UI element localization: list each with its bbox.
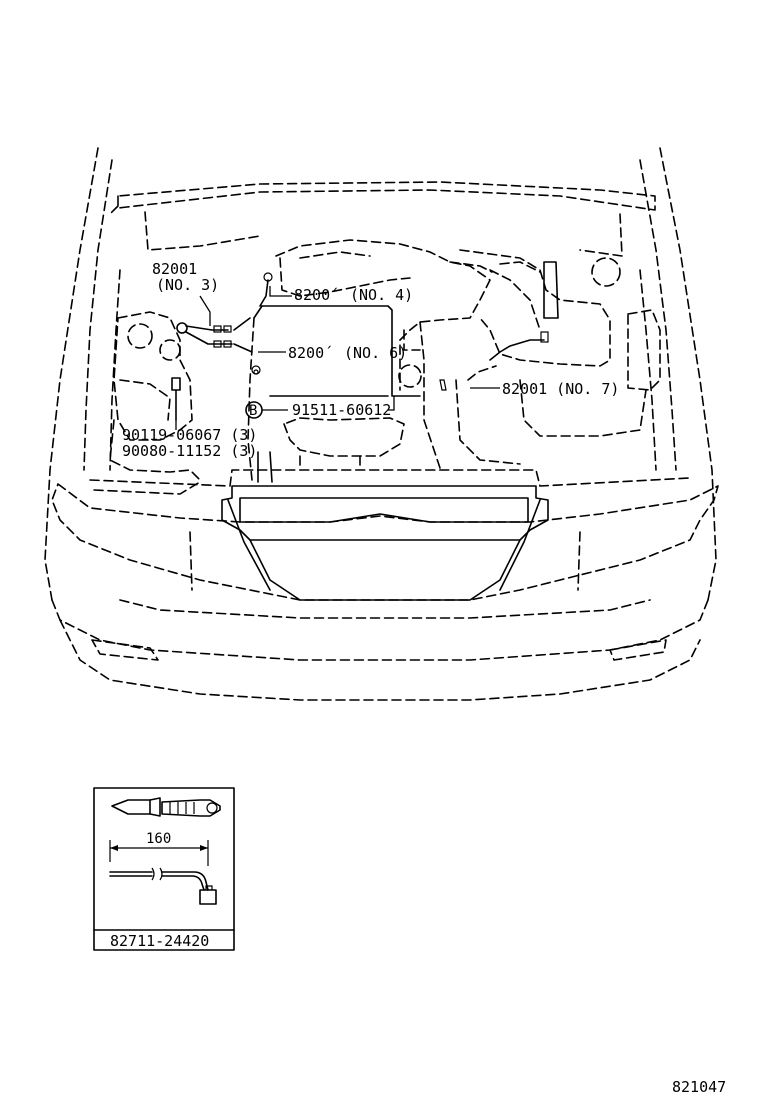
wire-with-connector xyxy=(109,867,217,905)
vehicle-outline xyxy=(44,147,719,701)
drawing-number: 821047 xyxy=(672,1078,726,1096)
dimension-value: 160 xyxy=(146,831,171,847)
callout-labels: 82001 (NO. 3) 8200´ (NO. 4) 8200´ (NO. 6… xyxy=(122,260,619,460)
callout-8200-no6-sub: (NO. 6) xyxy=(344,344,407,362)
engine-components xyxy=(89,239,691,495)
bolt-reference-marker xyxy=(245,401,263,419)
inset-part-number: 82711-24420 xyxy=(110,932,209,950)
dimension-indicator: 160 xyxy=(109,831,209,866)
callout-82001-no3-sub: (NO. 3) xyxy=(156,276,219,294)
callout-90080-11152: 90080-11152 (3) xyxy=(122,442,257,460)
callout-8200-no4-sub: (NO. 4) xyxy=(350,286,413,304)
callout-90119-06067: 90119-06067 (3) xyxy=(122,426,257,444)
part-inset-box: 160 82711-24420 xyxy=(93,787,235,951)
callout-8200-no6-part: 8200´ xyxy=(288,344,333,362)
callout-82001-no7: 82001 (NO. 7) xyxy=(502,380,619,398)
callout-91511-60612: 91511-60612 xyxy=(292,401,391,419)
bolt-reference-letter: B xyxy=(249,403,257,419)
callout-leaders xyxy=(175,286,500,430)
callout-8200-no4-part: 8200´ xyxy=(294,286,339,304)
callout-82001-no3-part: 82001 xyxy=(152,260,197,278)
sensor-probe-drawing xyxy=(111,797,221,817)
